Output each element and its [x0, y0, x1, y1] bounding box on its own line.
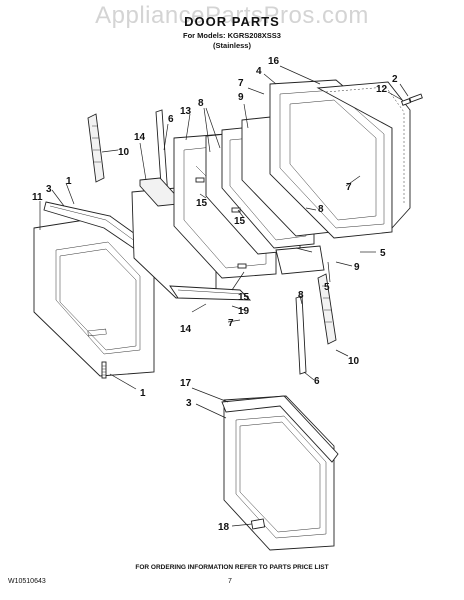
callout-8-top: 8 [198, 98, 204, 109]
callout-6-bottom: 6 [314, 376, 320, 387]
callout-labels: 1 3 11 1 10 14 6 13 8 9 7 4 16 2 12 7 8 … [32, 56, 398, 533]
screw-top-right [400, 93, 423, 106]
callout-18: 18 [218, 522, 230, 533]
callout-8-right: 8 [318, 204, 324, 215]
variant-line: (Stainless) [213, 41, 251, 50]
callout-9-top: 9 [238, 92, 244, 103]
callout-3-top: 3 [46, 184, 52, 195]
callout-11: 11 [32, 192, 43, 203]
callout-5-mid: 5 [324, 282, 330, 293]
leader-lines [39, 65, 409, 527]
callout-7-bottom: 7 [228, 318, 234, 329]
callout-15-c: 15 [238, 292, 250, 303]
lower-door-panel [223, 395, 335, 551]
bottom-vent-trim [169, 285, 252, 301]
ordering-note: FOR ORDERING INFORMATION REFER TO PARTS … [135, 564, 329, 571]
callout-15-a: 15 [196, 198, 208, 209]
models-line: For Models: KGRS208XSS3 [183, 31, 281, 40]
page-number: 7 [228, 578, 232, 585]
door-gasket [316, 81, 411, 230]
callout-1-bottom: 1 [140, 388, 146, 399]
outer-door-panel [33, 215, 155, 377]
glass-retainer-lower [275, 245, 325, 275]
callout-9-right: 9 [354, 262, 360, 273]
callout-2: 2 [392, 74, 398, 85]
callout-14-bottom: 14 [180, 324, 192, 335]
door-liner [269, 79, 393, 239]
page-title: DOOR PARTS [184, 14, 280, 29]
hinge-right [317, 273, 337, 345]
callout-10-left: 10 [118, 147, 130, 158]
watermark: AppliancePartsPros.com [95, 2, 369, 29]
callout-14-top: 14 [134, 132, 146, 143]
callout-3-lower: 3 [186, 398, 192, 409]
side-trim-right [295, 295, 307, 375]
callout-8-bottom: 8 [298, 290, 304, 301]
callout-19: 19 [238, 306, 250, 317]
callout-7-top: 7 [238, 78, 244, 89]
callout-15-b: 15 [234, 216, 246, 227]
callout-13: 13 [180, 106, 192, 117]
door-handle-lower [221, 395, 339, 463]
callout-12: 12 [376, 84, 388, 95]
callout-16: 16 [268, 56, 280, 67]
document-id: W10510643 [8, 578, 46, 585]
callout-10-right: 10 [348, 356, 360, 367]
callout-5-right: 5 [380, 248, 386, 259]
callout-1-top: 1 [66, 176, 72, 187]
callout-7-right: 7 [346, 182, 352, 193]
callout-4: 4 [256, 66, 262, 77]
callout-6-top: 6 [168, 114, 174, 125]
hinge-left [87, 113, 105, 183]
screw-part [101, 361, 107, 379]
clip-parts [195, 177, 247, 269]
callout-17: 17 [180, 378, 192, 389]
lower-door-badge [250, 518, 266, 530]
